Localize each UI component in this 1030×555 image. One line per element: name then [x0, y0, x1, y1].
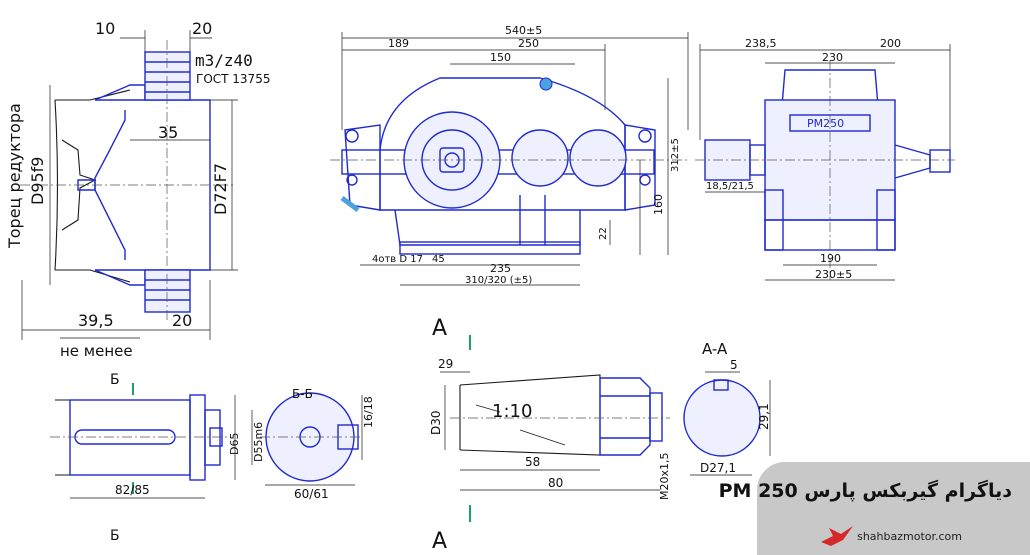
dim-d55: D55m6	[252, 422, 265, 462]
dim-16: 16/18	[362, 396, 375, 428]
gearbox-side-view	[695, 44, 955, 281]
dim-250: 250	[518, 37, 539, 50]
reducer-face-label: Торец редуктора	[5, 103, 24, 249]
dim-10: 10	[95, 19, 115, 38]
section-aa-view	[683, 371, 771, 476]
gear-module-label: m3/z40	[195, 51, 253, 70]
dim-540: 540±5	[505, 24, 542, 37]
dim-29: 29	[438, 357, 453, 371]
section-bb-view	[260, 392, 363, 486]
dim-22: 22	[598, 227, 609, 240]
nameplate: PM250	[807, 117, 844, 130]
dim-m20: M20x1,5	[658, 453, 671, 501]
section-b-bottom: Б	[110, 528, 120, 544]
taper-ratio: 1:10	[492, 401, 532, 422]
banner-title: دیاگرام گیربکس پارس PM 250	[718, 480, 1012, 502]
dim-39: 39,5	[78, 311, 114, 330]
banner-url[interactable]: shahbazmotor.com	[857, 530, 962, 543]
dim-160: 160	[652, 194, 665, 215]
gear-section-view	[20, 30, 238, 340]
section-a-bottom: A	[432, 529, 447, 554]
dim-4-holes: 4отв D 17	[372, 254, 423, 265]
input-shaft-view	[50, 383, 253, 499]
gearbox-front-view	[330, 32, 690, 286]
not-less-label: не менее	[60, 342, 133, 360]
dim-45: 45	[432, 254, 445, 265]
dim-189: 189	[388, 37, 409, 50]
dim-230: 230	[822, 51, 843, 64]
dim-35: 35	[158, 123, 178, 142]
dim-d65: D65	[228, 433, 241, 455]
dim-200: 200	[880, 37, 901, 50]
shahbaz-logo-icon	[821, 526, 853, 546]
dim-d72: D72F7	[211, 163, 230, 215]
dim-5: 5	[730, 358, 738, 372]
dim-80: 80	[548, 476, 563, 490]
section-a-top: A	[432, 316, 447, 341]
tapered-shaft-view	[440, 335, 670, 522]
dim-18: 18,5/21,5	[706, 181, 754, 192]
section-aa-label: A-A	[702, 340, 728, 358]
section-bb-label: Б-Б	[292, 387, 313, 401]
dim-d27: D27,1	[700, 461, 736, 475]
brand-banner: دیاگرام گیربکس پارس PM 250 shahbazmotor.…	[719, 462, 1030, 555]
dim-230-tol: 230±5	[815, 268, 852, 281]
dim-20-bottom: 20	[172, 311, 192, 330]
dim-235: 235	[490, 262, 511, 275]
dim-d95: D95f9	[28, 157, 47, 206]
dim-310: 310/320 (±5)	[465, 275, 532, 286]
dim-312: 312±5	[670, 138, 681, 172]
dim-238: 238,5	[745, 37, 777, 50]
dim-29-1: 29,1	[757, 403, 771, 430]
gost-label: ГОСТ 13755	[196, 72, 270, 86]
dim-190: 190	[820, 252, 841, 265]
dim-82: 82/85	[115, 483, 150, 497]
section-b-top: Б	[110, 372, 120, 388]
dim-d30: D30	[429, 410, 443, 435]
dim-20-top: 20	[192, 19, 212, 38]
dim-58: 58	[525, 455, 540, 469]
dim-60: 60/61	[294, 487, 329, 501]
dim-150: 150	[490, 51, 511, 64]
